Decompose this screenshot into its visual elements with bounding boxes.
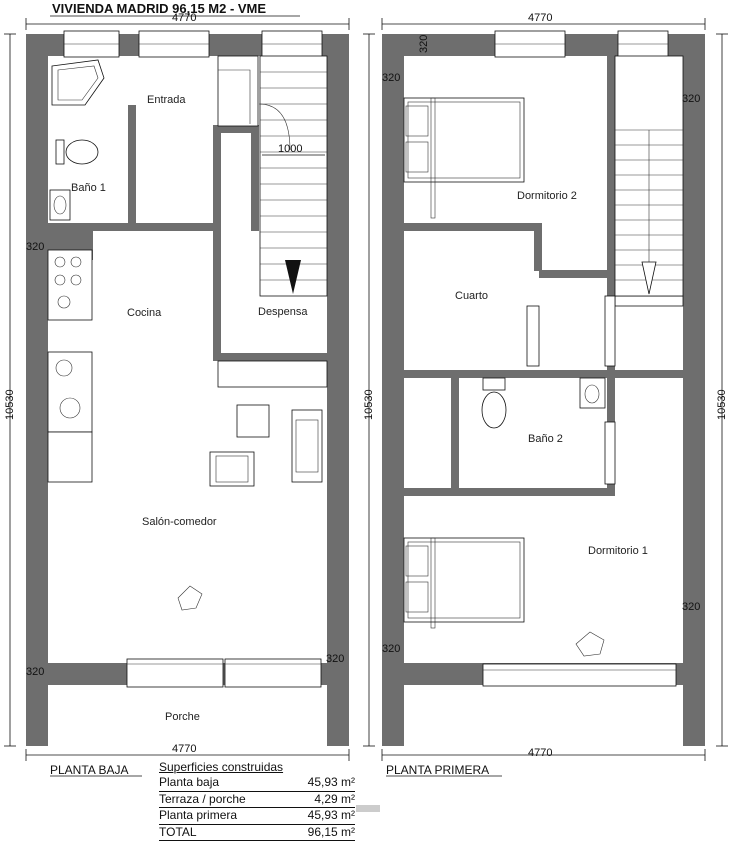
dim-wall-upper-right: 320 [682,93,700,105]
dim-top-left: 4770 [172,12,196,24]
dim-wall-ground-bl: 320 [26,666,44,678]
surface-label: Planta baja [159,775,220,789]
stair-treads [260,71,327,281]
dim-wall-ground-br: 320 [326,653,344,665]
dim-height-left: 10530 [4,389,16,420]
room-entrada: Entrada [147,94,186,106]
surface-label: TOTAL [159,824,197,839]
room-salon-comedor: Salón-comedor [142,516,217,528]
caption-planta-baja: PLANTA BAJA [50,763,128,777]
caption-planta-primera: PLANTA PRIMERA [386,763,489,777]
bathtub [51,59,105,106]
surface-row: Terraza / porche 4,29 m² [159,791,355,808]
toilet [55,139,65,165]
dim-bottom-left: 4770 [172,743,196,755]
room-cuarto: Cuarto [455,290,488,302]
dim-stair: 1000 [278,143,302,155]
dim-wall-upper-right-low: 320 [682,601,700,613]
room-cocina: Cocina [127,307,162,319]
room-dormitorio-2: Dormitorio 2 [517,190,577,202]
first-floor-plan: 4770 10530 10530 [363,12,728,777]
plan-title: VIVIENDA MADRID 96,15 M2 - VME [52,1,266,16]
surface-row-total: TOTAL 96,15 m² [159,824,355,841]
dim-height-mid: 10530 [363,389,375,420]
washbasin-upper [579,377,606,409]
kitchen-counter [47,249,93,321]
surfaces-heading: Superficies construidas [159,760,284,774]
table [236,404,270,438]
ground-floor-plan: 4770 10530 [4,12,350,777]
surface-value: 96,15 m² [307,824,355,839]
surface-row: Planta primera 45,93 m² [159,808,355,825]
armchair [209,451,255,487]
scale-marker [356,805,380,812]
sofa [291,409,323,483]
plant-icon-upper [575,631,605,657]
plant-icon [177,585,203,611]
room-porche: Porche [165,711,200,723]
surface-label: Terraza / porche [159,791,246,806]
surfaces-table: Superficies construidas Planta baja 45,9… [159,760,355,841]
staircase [259,55,328,297]
toilet-upper [481,391,507,429]
dim-wall-ground-left: 320 [26,241,44,253]
stair-arrow-upper [641,261,657,295]
room-despensa: Despensa [258,306,308,318]
surface-label: Planta primera [159,808,238,822]
bed [403,97,525,183]
dim-wall-upper-bl: 320 [382,643,400,655]
washbasin [49,189,71,221]
surface-value: 4,29 m² [314,791,355,806]
dim-top-right: 4770 [528,12,552,24]
room-dormitorio-1: Dormitorio 1 [588,545,648,557]
surface-row: Planta baja 45,93 m² [159,775,355,792]
surface-value: 45,93 m² [307,808,355,822]
room-bano-1: Baño 1 [71,182,106,194]
dim-wall-upper-left: 320 [382,72,400,84]
stair-arrow [285,260,301,294]
dim-height-right: 10530 [716,389,728,420]
surface-value: 45,93 m² [307,775,355,789]
dim-bottom-right: 4770 [528,747,552,759]
room-bano-2: Baño 2 [528,433,563,445]
dim-wall-upper-top: 320 [418,35,430,53]
